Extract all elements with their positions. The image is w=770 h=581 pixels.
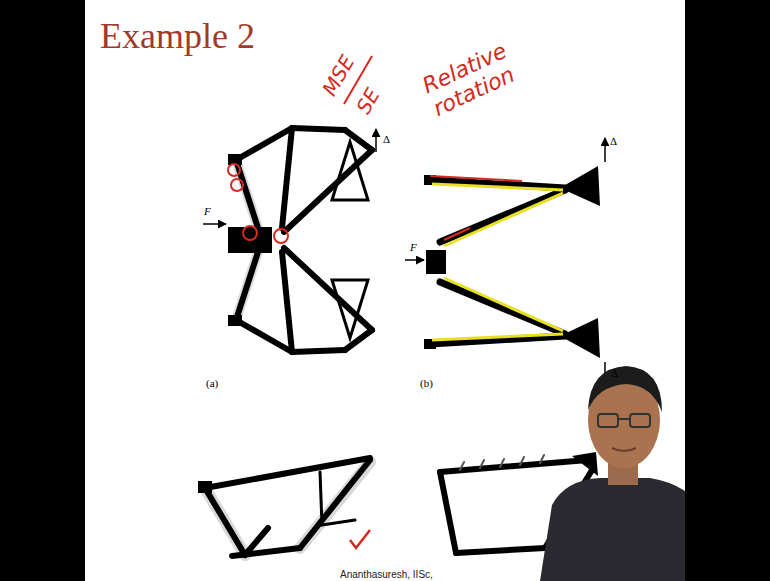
thin-links — [332, 142, 368, 338]
hinge-circle — [243, 226, 257, 240]
input-block — [426, 250, 446, 274]
overlay-line — [432, 334, 563, 340]
overlay-line — [444, 193, 563, 246]
displacement-label: Δ — [611, 367, 618, 380]
mouth — [612, 448, 636, 451]
subfigure-label: (a) — [206, 377, 218, 390]
displacement-label: Δ — [383, 133, 390, 146]
link — [205, 458, 370, 488]
hinge-circle — [274, 229, 288, 243]
link — [440, 472, 456, 553]
link — [332, 280, 368, 338]
link — [282, 252, 292, 352]
link — [236, 128, 292, 160]
link — [282, 128, 292, 228]
link — [456, 548, 545, 553]
link — [284, 248, 372, 330]
deformed-a — [205, 458, 370, 556]
hinge-circle — [228, 164, 240, 176]
link — [300, 460, 370, 548]
fuzz — [205, 488, 245, 555]
lens — [630, 414, 650, 427]
glasses — [598, 414, 650, 427]
input-block — [228, 227, 272, 253]
shirt — [540, 478, 700, 581]
hinge-circle — [231, 179, 243, 191]
force-label: F — [204, 205, 211, 218]
fuzz — [236, 252, 258, 320]
presenter — [540, 366, 700, 581]
force-label: F — [410, 241, 417, 254]
link — [440, 282, 565, 334]
link — [236, 320, 292, 352]
footer-credit: Ananthasuresh, IISc, — [340, 569, 433, 581]
link — [292, 128, 345, 130]
output-tip — [560, 318, 600, 358]
bridge — [618, 418, 630, 420]
yellow-overlay — [432, 184, 563, 340]
links — [205, 458, 370, 556]
overlay-line — [444, 278, 563, 331]
output-tip — [560, 166, 600, 206]
link — [292, 350, 345, 352]
support-pad — [198, 481, 212, 493]
red-overlay — [444, 228, 470, 240]
red-overlay — [430, 176, 522, 181]
link — [320, 472, 355, 525]
red-circles — [228, 164, 288, 243]
subfigure-label: (b) — [420, 377, 433, 390]
link — [332, 142, 368, 200]
link — [236, 252, 258, 320]
mechanism-b — [430, 180, 565, 344]
link — [440, 190, 565, 242]
support-pad — [228, 315, 242, 326]
check-mark — [350, 530, 370, 548]
output-arrow — [375, 129, 377, 152]
force-arrow — [405, 259, 424, 261]
right-band — [685, 0, 770, 581]
hair — [588, 366, 662, 412]
force-arrow — [203, 223, 226, 225]
lens — [598, 414, 618, 427]
slide-title: Example 2 — [100, 16, 255, 57]
overlay-line — [432, 184, 563, 190]
link — [205, 488, 245, 555]
teeth — [460, 455, 544, 470]
output-tip — [572, 452, 598, 476]
link — [245, 528, 268, 555]
link — [284, 150, 372, 232]
displacement-label: Δ — [610, 135, 617, 148]
output-arrow — [604, 138, 606, 162]
links — [430, 180, 565, 344]
